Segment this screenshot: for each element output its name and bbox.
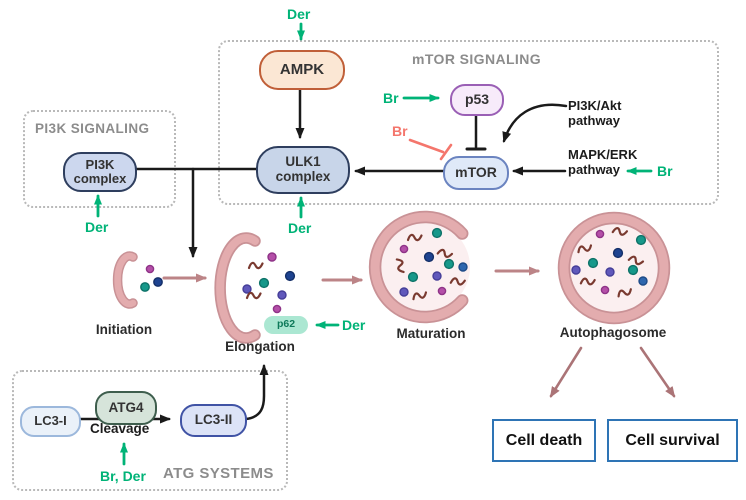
autophagosome-to-survival-arrow [639,346,676,398]
outcome-arrows [549,346,676,398]
br-p53-label: Br [383,90,399,106]
br-red-inhibition-bar [439,143,453,161]
mtor-signaling-title: mTOR SIGNALING [412,51,542,67]
stage-arrows [162,266,540,285]
p53-node: p53 [450,84,504,116]
lc3-ii-node: LC3-II [180,404,247,437]
elongation-label: Elongation [225,339,295,354]
lc3ii-to-elongation-arrow [244,364,269,421]
autophagosome-to-death-arrow [549,346,583,398]
elongation-cargo [242,252,296,314]
br-mtor-inhibitor-label: Br [392,123,408,139]
ampk-node: AMPK [259,50,345,90]
cleavage-label: Cleavage [90,421,150,436]
atg4-node: ATG4 [95,391,157,425]
signaling-arrows [78,86,568,424]
pi3k-signaling-title: PI3K SIGNALING [35,121,150,136]
mapk-erk-pathway-label: MAPK/ERK pathway [568,147,638,178]
p62-badge: p62 [264,316,308,334]
atg-systems-box [12,370,288,491]
lc3-i-node: LC3-I [20,406,81,437]
maturation-label: Maturation [396,326,466,341]
cell-death-box: Cell death [492,419,596,462]
pi3k-akt-to-mtor-curve [502,103,568,143]
pi3k-complex-node: PI3K complex [63,152,137,192]
autophagosome-cargo [571,226,648,298]
br-red-line [408,138,445,154]
atg-systems-title: ATG SYSTEMS [163,465,274,482]
der-top-label: Der [287,6,311,22]
br-mapk-label: Br [657,163,673,179]
der-p62-label: Der [342,317,366,333]
maturation-cargo [395,227,468,301]
autophagosome-label: Autophagosome [559,325,667,340]
der-ulk1-label: Der [288,220,312,236]
effector-arrows [94,22,653,466]
ulk1-complex-node: ULK1 complex [256,146,350,194]
mtor-signaling-box [218,40,719,205]
initiation-cargo [140,264,163,292]
der-pi3k-label: Der [85,219,109,235]
initiation-label: Initiation [95,322,153,337]
cell-survival-box: Cell survival [607,419,738,462]
pi3k-signaling-box [23,110,176,208]
br-der-atg-label: Br, Der [100,468,146,484]
br-inhibits-mtor [408,138,453,161]
pi3k-akt-pathway-label: PI3K/Akt pathway [568,98,622,129]
mtor-node: mTOR [443,156,509,190]
